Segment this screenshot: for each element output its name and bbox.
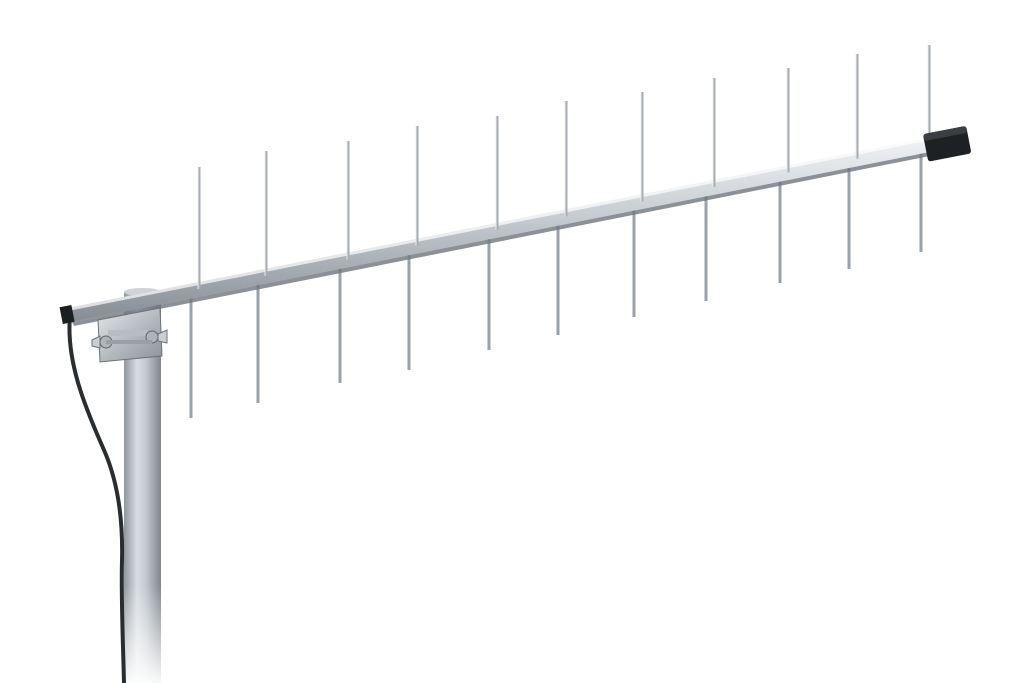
dipole-elements-upper <box>197 45 931 290</box>
boom-left-cap <box>59 305 75 324</box>
boom <box>59 136 940 326</box>
dipole-elements-lower <box>189 144 923 418</box>
mount-clamp <box>91 307 168 363</box>
boom-end-cap <box>923 126 971 162</box>
coax-cable <box>67 314 126 683</box>
